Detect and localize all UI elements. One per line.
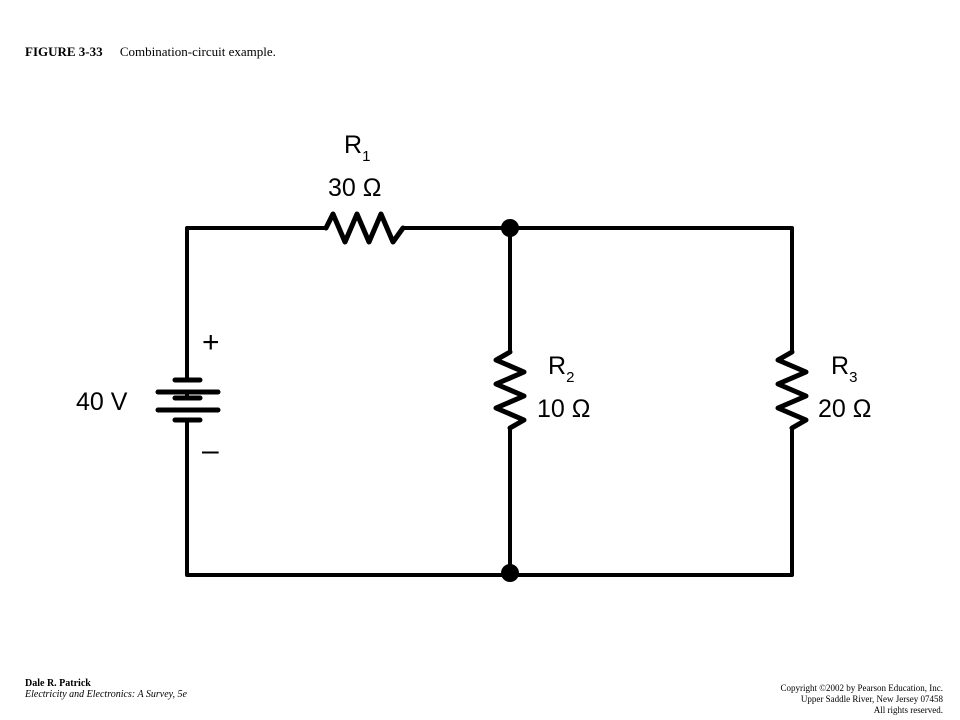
r1-value: 30 Ω — [328, 174, 381, 202]
wire-bottom-right — [185, 418, 794, 577]
footer-credits: Dale R. Patrick Electricity and Electron… — [25, 678, 187, 700]
figure-caption: FIGURE 3-33 Combination-circuit example. — [25, 44, 276, 60]
wire-top-left — [185, 226, 328, 382]
junction-dot-top — [501, 219, 519, 237]
author-name: Dale R. Patrick — [25, 678, 91, 689]
resistor-r3 — [775, 349, 809, 431]
rights-line: All rights reserved. — [873, 705, 943, 715]
copyright-line: Copyright ©2002 by Pearson Education, In… — [780, 683, 943, 693]
figure-number: FIGURE 3-33 — [25, 44, 103, 59]
figure-title: Combination-circuit example. — [119, 44, 276, 59]
battery-plus-sign: + — [202, 326, 220, 359]
source-voltage-label: 40 V — [76, 388, 128, 416]
r1-name: R1 — [344, 131, 370, 165]
resistor-r1 — [323, 211, 406, 245]
r2-value: 10 Ω — [537, 395, 590, 423]
battery-minus-sign: – — [202, 434, 219, 467]
publisher-address: Upper Saddle River, New Jersey 07458 — [800, 694, 943, 704]
r3-name: R3 — [831, 352, 857, 386]
wire-top-right — [401, 226, 794, 354]
r3-value: 20 Ω — [818, 395, 871, 423]
battery-symbol — [155, 377, 221, 423]
copyright-notice: Copyright ©2002 by Pearson Education, In… — [780, 683, 943, 716]
book-title: Electricity and Electronics: A Survey, 5… — [25, 689, 187, 700]
resistor-r2 — [493, 349, 527, 431]
r2-name: R2 — [548, 352, 574, 386]
junction-dot-bottom — [501, 564, 519, 582]
